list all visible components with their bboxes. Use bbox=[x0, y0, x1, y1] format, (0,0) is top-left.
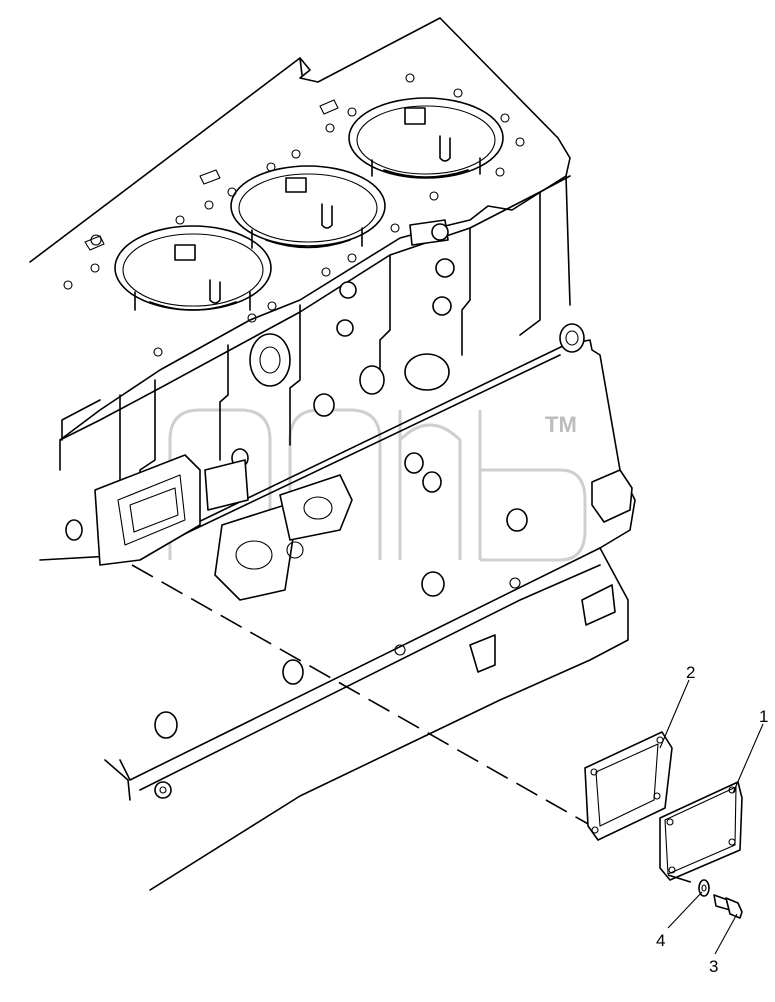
deck-bolt-holes bbox=[63, 73, 525, 357]
callout-4-label: 4 bbox=[656, 931, 665, 950]
cover-plate-icon bbox=[659, 781, 743, 881]
callout-1-label: 1 bbox=[759, 707, 768, 726]
callout-leaders bbox=[659, 679, 764, 955]
callout-2-label: 2 bbox=[686, 663, 695, 682]
engine-block-drawing bbox=[29, 17, 636, 891]
fastener-axis-line bbox=[667, 874, 701, 886]
callout-3-label: 3 bbox=[709, 957, 718, 976]
cylinder-bore-3 bbox=[348, 97, 504, 179]
cylinder-bore-1 bbox=[114, 225, 272, 311]
gasket-icon bbox=[584, 731, 673, 841]
bolt-icon bbox=[713, 894, 743, 919]
cylinder-bore-2 bbox=[230, 165, 386, 249]
assembly-line bbox=[131, 564, 591, 826]
block-flanges bbox=[94, 454, 353, 601]
block-bosses bbox=[65, 219, 633, 799]
watermark-trademark: TM bbox=[545, 412, 577, 437]
